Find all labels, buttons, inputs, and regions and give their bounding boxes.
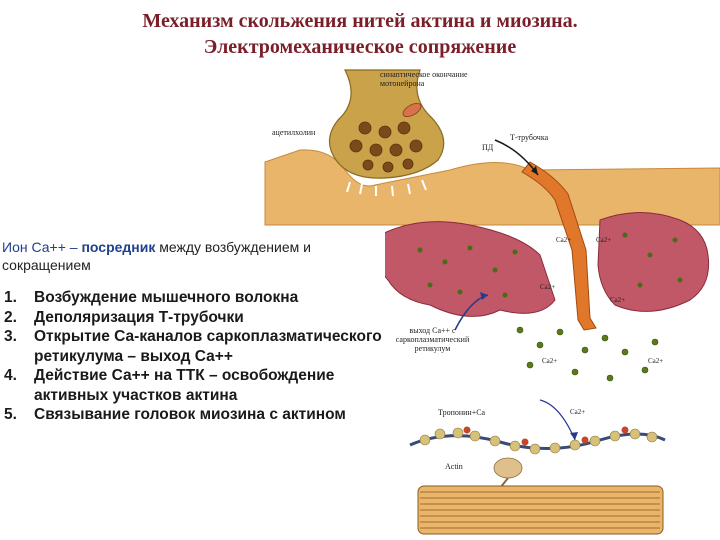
thick-filament-lines — [420, 491, 660, 529]
list-item: 1. Возбуждение мышечного волокна — [0, 288, 385, 308]
calcium-ions-released — [516, 326, 659, 382]
myosin-head — [493, 457, 523, 479]
page-title-line-1: Механизм скольжения нитей актина и миози… — [142, 10, 578, 32]
label-actin: Actin — [445, 462, 463, 471]
calcium-ions-sr — [417, 232, 683, 298]
label-action-potential: ПД — [482, 143, 494, 152]
label-acetylcholine: ацетилхолин — [272, 128, 316, 137]
muscle-fiber-surface — [264, 149, 720, 226]
label-t-tubule: Т-трубочка — [510, 133, 549, 142]
step-number: 5. — [4, 406, 17, 423]
intro-part-3: между возбуждением и сокращением — [2, 239, 311, 273]
troponin-complexes — [463, 426, 629, 446]
troponin-arrow — [539, 399, 576, 441]
step-text: Деполяризация Т-трубочки — [34, 308, 244, 326]
label-ca-ion: Ca2+ — [556, 236, 572, 244]
label-troponin-ca: Тропонин+Са — [438, 408, 486, 417]
intro-part-1: Ион Са++ – — [2, 239, 82, 255]
step-text: Открытие Са-каналов саркоплазматического… — [34, 328, 382, 365]
step-number: 1. — [4, 289, 17, 306]
intro-keyword: посредник — [81, 239, 156, 255]
label-synaptic-terminal: синаптическое окончание мотонейрона — [380, 70, 468, 88]
list-item: 4. Действие Са++ на ТТК – освобождение ак… — [0, 366, 385, 405]
step-number: 4. — [4, 367, 17, 384]
list-item: 3. Открытие Са-каналов саркоплазматическо… — [0, 327, 385, 366]
step-text: Действие Са++ на ТТК – освобождение акти… — [34, 367, 335, 404]
label-ca-ion: Ca2+ — [542, 357, 558, 365]
step-text: Возбуждение мышечного волокна — [34, 289, 299, 306]
actin-monomers — [419, 427, 658, 455]
label-ca-ion: Ca2+ — [570, 408, 586, 416]
step-number: 2. — [4, 308, 17, 326]
list-item: 2. Деполяризация Т-трубочки — [0, 308, 385, 328]
synaptic-vesicles — [349, 121, 423, 173]
steps-list: 1. Возбуждение мышечного волокна 2. Деполя… — [0, 288, 385, 425]
sarcoplasmic-reticulum-left — [375, 221, 556, 317]
text-panel: Ион Са++ – посредник между возбуждением … — [0, 230, 385, 425]
intro-text: Ион Са++ – посредник между возбуждением … — [0, 238, 385, 274]
step-text: Связывание головок миозина с актином — [34, 406, 346, 423]
t-tubule — [521, 161, 597, 331]
step-number: 3. — [4, 328, 17, 345]
cleft-receptors — [346, 179, 427, 197]
page-title-line-2: Электромеханическое сопряжение — [203, 36, 517, 58]
label-ca-ion: Ca2+ — [540, 283, 556, 291]
mitochondrion — [402, 102, 422, 118]
label-ca-ion: Ca2+ — [648, 357, 664, 365]
list-item: 5. Связывание головок миозина с актином — [0, 405, 385, 425]
label-ca-ion: Ca2+ — [610, 296, 626, 304]
label-ca-ion: Ca2+ — [596, 236, 612, 244]
label-ca-release: выход Са++ с саркоплазматический ретикул… — [395, 326, 470, 353]
